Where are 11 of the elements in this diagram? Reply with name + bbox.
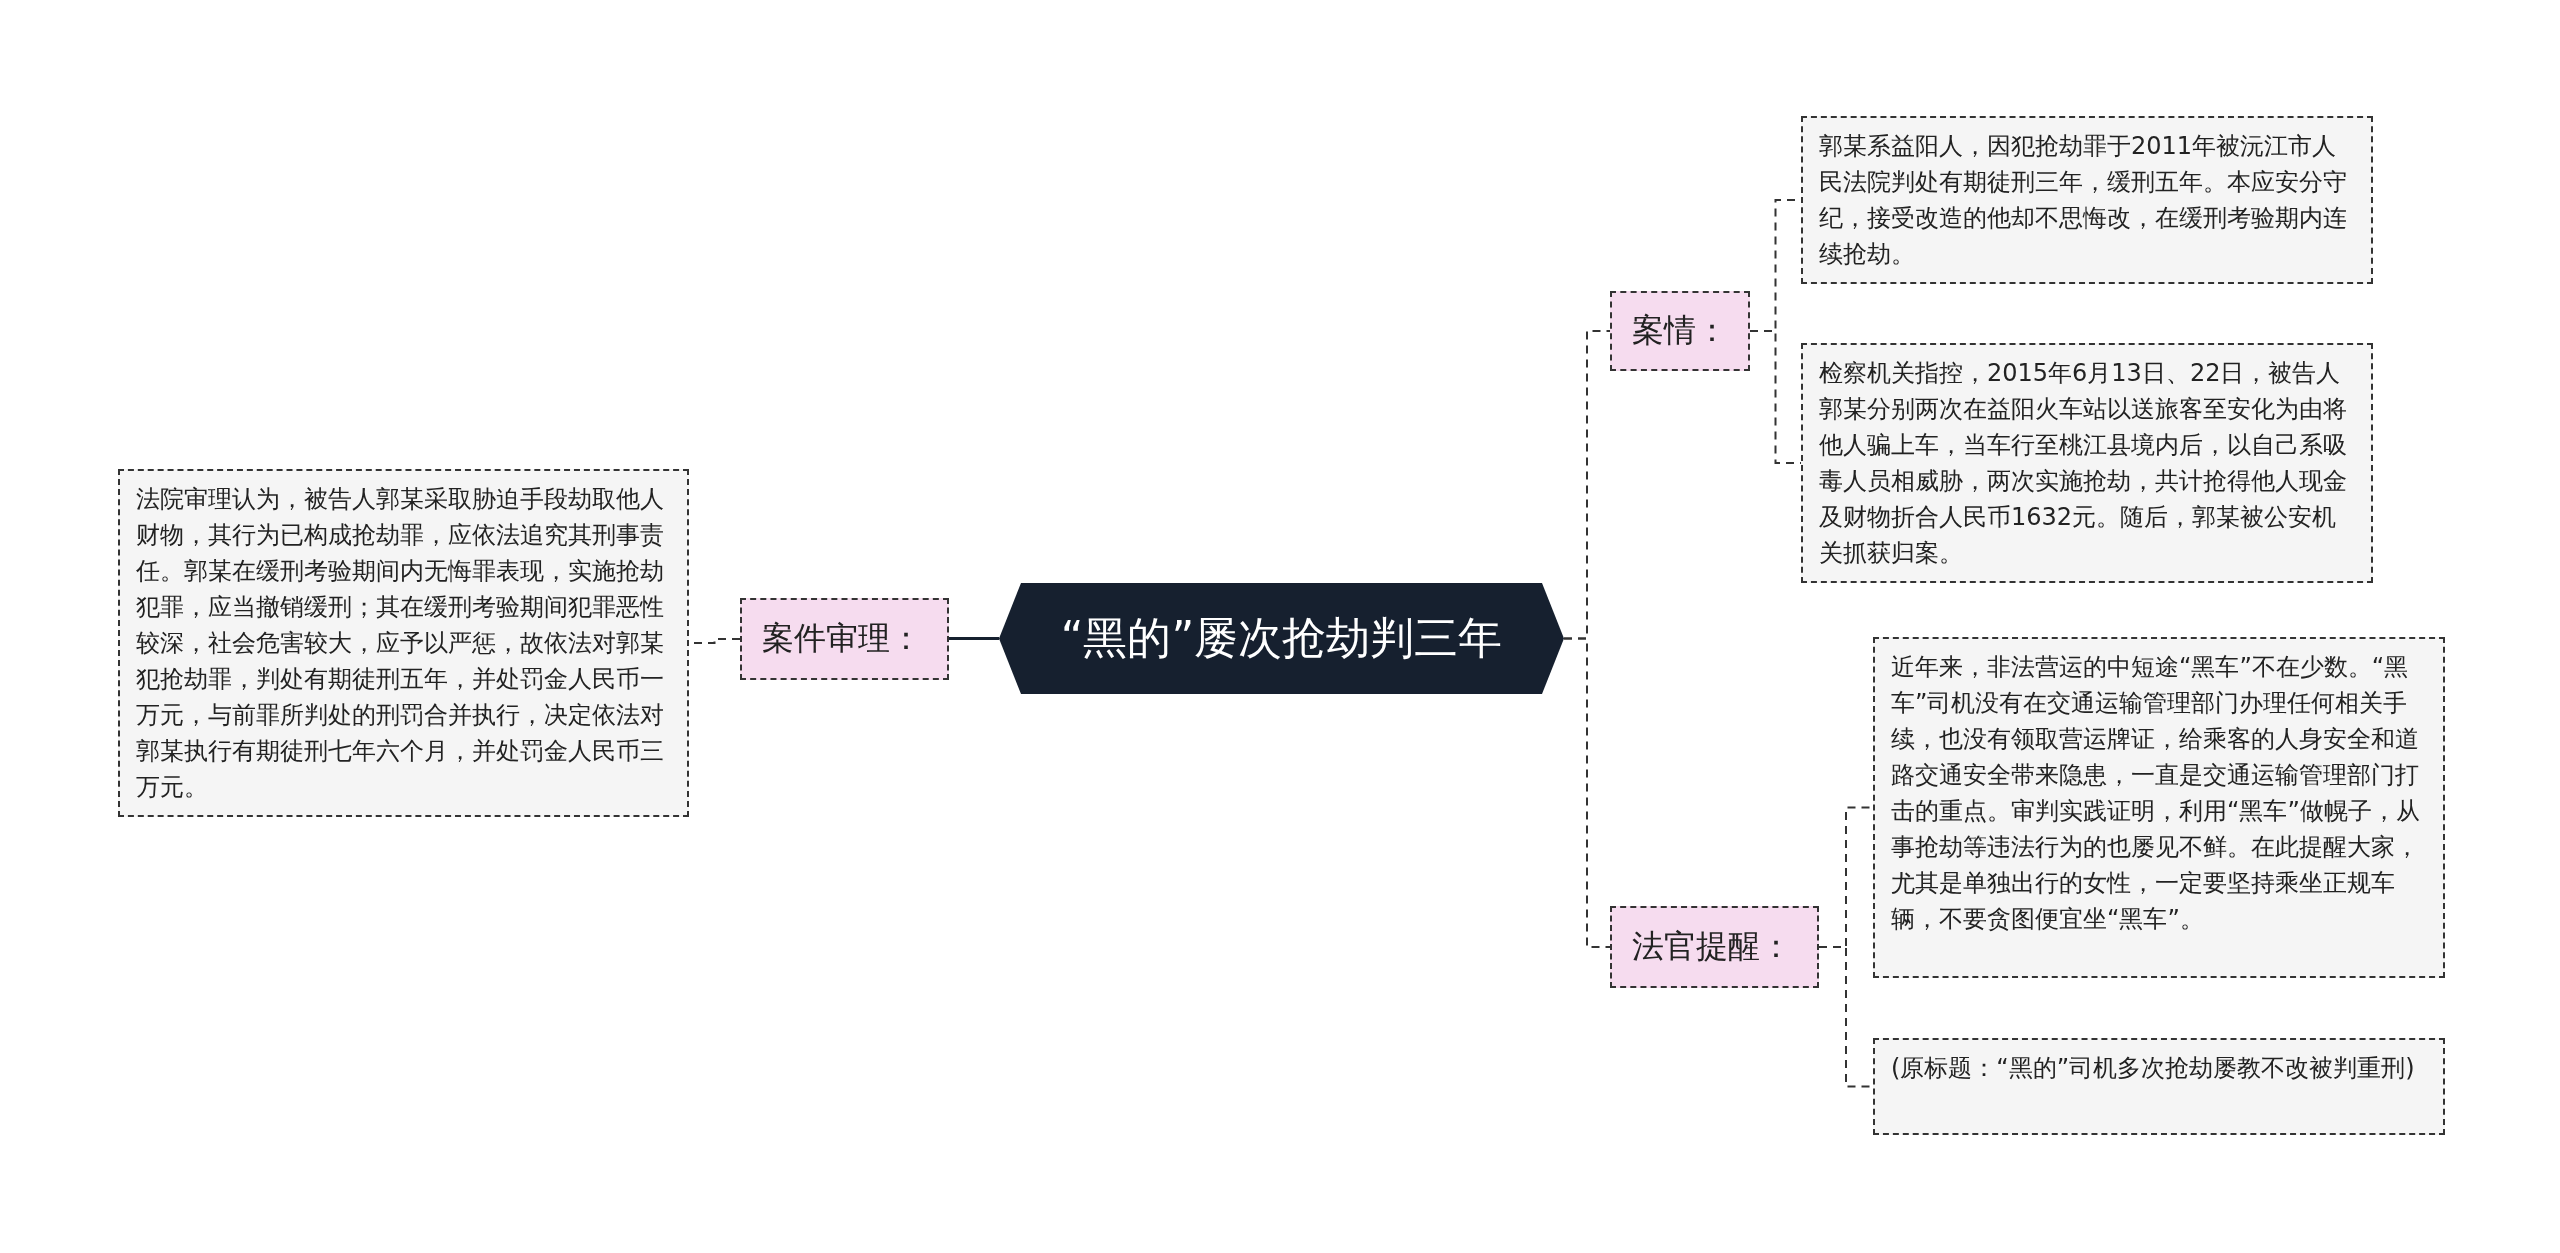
topic-box: 案件审理： [740,598,949,680]
text-box: (原标题：“黑的”司机多次抢劫屡教不改被判重刑) [1873,1038,2445,1135]
connector [949,637,999,640]
text-box: 检察机关指控，2015年6月13日、22日，被告人郭某分别两次在益阳火车站以送旅客至安化为由将他人骗上车，当车行至桃江县境内后，以自己系吸毒人员相威胁，两次实施抢劫，共计抢得他人现金及财物折合人民币1632元。随后，郭某被公安机关抓获归案。 [1801,343,2373,583]
title-banner: “黑的”屡次抢劫判三年 [999,583,1564,694]
topic-box: 法官提醒： [1610,906,1819,988]
connector [1563,637,1611,948]
topic-box: 案情： [1610,291,1750,371]
text-box: 郭某系益阳人，因犯抢劫罪于2011年被沅江市人民法院判处有期徒刑三年，缓刑五年。本应安分守纪，接受改造的他却不思悔改，在缓刑考验期内连续抢劫。 [1801,116,2373,284]
text-box: 法院审理认为，被告人郭某采取胁迫手段劫取他人财物，其行为已构成抢劫罪，应依法追究其刑事责任。郭某在缓刑考验期间内无悔罪表现，实施抢劫犯罪，应当撤销缓刑；其在缓刑考验期间犯罪恶性较深，社会危害较大，应予以严惩，故依法对郭某犯抢劫罪，判处有期徒刑五年，并处罚金人民币一万元，与前罪所判处的刑罚合并执行，决定依法对郭某执行有期徒刑七年六个月，并处罚金人民币三万元。 [118,469,689,817]
text-box: 近年来，非法营运的中短途“黑车”不在少数。“黑车”司机没有在交通运输管理部门办理任何相关手续，也没有领取营运牌证，给乘客的人身安全和道路交通安全带来隐患，一直是交通运输管理部门打击的重点。审判实践证明，利用“黑车”做幌子，从事抢劫等违法行为的也屡见不鲜。在此提醒大家，尤其是单独出行的女性，一定要坚持乘坐正规车辆，不要贪图便宜坐“黑车”。 [1873,637,2445,978]
